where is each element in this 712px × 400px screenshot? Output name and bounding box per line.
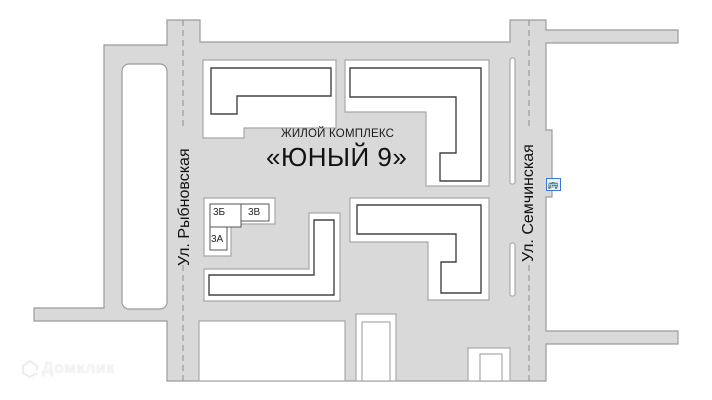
street-label-east: Ул. Семчинская: [520, 144, 537, 262]
plot-south-1: [198, 320, 346, 382]
building-label-3a: 3А: [211, 234, 224, 245]
street-label-west: Ул. Рыбновская: [176, 148, 193, 266]
building-label-3v: 3В: [248, 207, 261, 218]
house-logo-icon: [22, 360, 38, 378]
complex-title: «ЮНЫЙ 9»: [266, 142, 408, 172]
building-ne: [349, 67, 482, 182]
bus-icon: 🚌: [547, 179, 560, 189]
west-block: [121, 63, 168, 310]
building-3a: [209, 226, 228, 251]
watermark-text: Домклик: [42, 360, 115, 377]
building-sw: [208, 219, 335, 296]
bus-stop-marker[interactable]: 🚌: [546, 178, 561, 191]
building-label-3b: 3Б: [213, 207, 226, 218]
plot-south-3-inner: [479, 353, 503, 382]
watermark: Домклик: [22, 360, 115, 378]
plot-south-2-inner: [361, 321, 391, 382]
building-nw: [210, 67, 332, 115]
east-median-lower: [509, 242, 516, 297]
building-se: [356, 204, 482, 294]
building-3v: [240, 203, 270, 222]
complex-subtitle: ЖИЛОЙ КОМПЛЕКС: [281, 128, 395, 140]
east-median-upper: [509, 57, 516, 185]
